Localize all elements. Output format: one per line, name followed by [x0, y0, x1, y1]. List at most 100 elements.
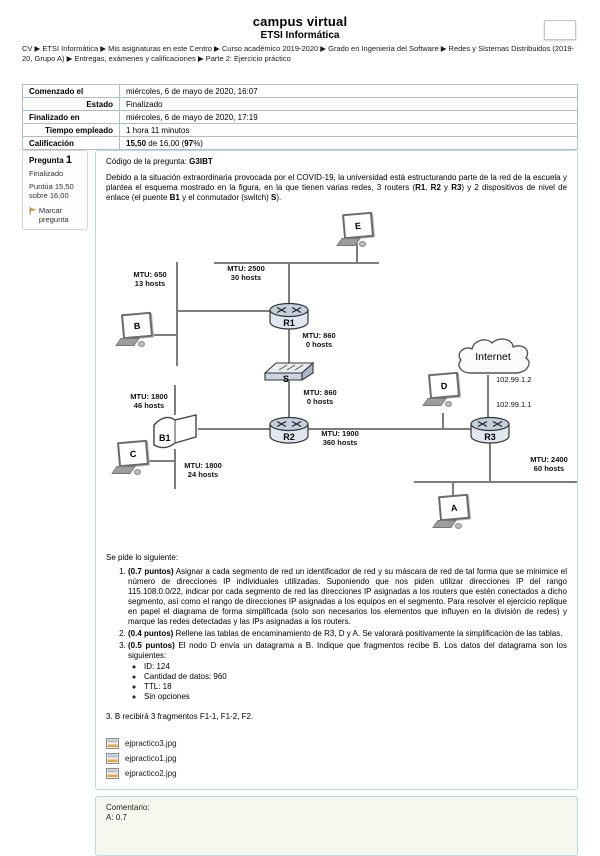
host-label: D	[440, 380, 448, 391]
mtu-value: MTU: 2400	[530, 455, 568, 464]
table-row: Tiempo empleado 1 hora 11 minutos	[22, 123, 578, 137]
tasks-list: (0.7 puntos) Asignar a cada segmento de …	[106, 567, 567, 702]
summary-value: miércoles, 6 de mayo de 2020, 17:19	[119, 110, 578, 124]
link-bus-r1	[288, 262, 290, 304]
switch-s: S	[263, 359, 315, 385]
keyboard-icon	[336, 238, 361, 246]
hosts-value: 0 hosts	[306, 396, 334, 406]
segment-label-2500: MTU: 2500 30 hosts	[223, 264, 269, 282]
segment-label-1900: MTU: 1900 360 hosts	[316, 429, 364, 447]
router-icon	[470, 416, 510, 444]
question-state: Finalizado	[29, 169, 64, 178]
top-right-box[interactable]	[544, 20, 576, 40]
summary-value: 1 hora 11 minutos	[119, 123, 578, 137]
router-r2: R2	[268, 415, 310, 445]
attachment-name: ejpractico3.jpg	[125, 738, 177, 748]
bridge-label: B1	[159, 433, 171, 443]
mouse-icon	[445, 401, 452, 407]
task-item-2: (0.4 puntos) Rellene las tablas de encam…	[128, 629, 567, 639]
host-label: E	[354, 220, 362, 231]
bus-bottom-2400	[414, 481, 577, 483]
link-r2-r3-1900	[306, 428, 471, 430]
table-row: Comenzado el miércoles, 6 de mayo de 202…	[22, 84, 578, 98]
monitor-icon: E	[341, 211, 375, 240]
segment-label-650: MTU: 650 13 hosts	[127, 270, 173, 288]
bridge-b1: B1	[150, 411, 200, 451]
task-item-1: (0.7 puntos) Asignar a cada segmento de …	[128, 567, 567, 627]
cloud-label: Internet	[475, 351, 511, 363]
hosts-value: 13 hosts	[134, 278, 166, 288]
comment-box: Comentario: A: 0.7	[95, 796, 578, 856]
bus-top-2500	[214, 262, 379, 264]
hosts-value: 46 hosts	[133, 400, 165, 410]
cloud-icon	[458, 338, 530, 374]
monitor-icon: B	[120, 311, 154, 340]
segment-label-2400: MTU: 2400 60 hosts	[526, 455, 572, 473]
router-label: R3	[484, 432, 496, 442]
tasks-title: Se pide lo siguiente:	[106, 553, 179, 562]
mtu-value: MTU: 1900	[321, 429, 359, 438]
attachment-name: ejpractico1.jpg	[125, 753, 177, 763]
network-diagram: E B C D A R1	[106, 211, 577, 547]
table-row: Estado Finalizado	[22, 97, 578, 111]
attachment-name: ejpractico2.jpg	[125, 768, 177, 778]
link-internet-r3	[487, 375, 489, 417]
list-item: ID: 124	[144, 662, 567, 672]
list-item: TTL: 18	[144, 682, 567, 692]
task-text: (0.7 puntos) Asignar a cada segmento de …	[128, 567, 567, 626]
link-d-bus	[442, 413, 444, 429]
host-label: C	[129, 448, 137, 459]
question-panel: Código de la pregunta: G3IBT Debido a la…	[95, 150, 578, 790]
host-label: B	[133, 320, 141, 331]
bus-left-650	[176, 262, 178, 366]
attachment-link[interactable]: ejpractico2.jpg	[106, 766, 567, 781]
host-e: E	[336, 211, 375, 247]
flag-question[interactable]: Marcar pregunta	[29, 206, 81, 224]
jpg-file-icon	[106, 753, 119, 764]
question-index: 1	[65, 154, 73, 166]
mouse-icon	[138, 341, 145, 347]
table-row: Finalizado en miércoles, 6 de mayo de 20…	[22, 110, 578, 124]
breadcrumb[interactable]: CV ▶ ETSI Informática ▶ Mis asignaturas …	[22, 44, 575, 63]
summary-label: Finalizado en	[22, 110, 120, 124]
jpg-file-icon	[106, 768, 119, 779]
link-bus-r1-left	[176, 310, 273, 312]
question-code: Código de la pregunta: G3IBT	[106, 157, 213, 166]
task-item-3: (0.5 puntos) El nodo D envía un datagram…	[128, 641, 567, 702]
host-b: B	[115, 311, 154, 347]
attachment-link[interactable]: ejpractico3.jpg	[106, 736, 567, 751]
link-c-bus	[146, 460, 176, 462]
summary-value: miércoles, 6 de mayo de 2020, 16:07	[119, 84, 578, 98]
site-title: campus virtual	[252, 14, 348, 29]
link-r1-s	[288, 325, 290, 363]
keyboard-icon	[115, 338, 140, 346]
bus-b1-lower-1800	[174, 449, 176, 489]
attachment-link[interactable]: ejpractico1.jpg	[106, 751, 567, 766]
ip-label-internet-side: 102.99.1.2	[496, 375, 532, 384]
page-header: campus virtual ETSI Informática	[0, 14, 600, 41]
mtu-value: MTU: 860	[302, 331, 336, 340]
link-e-bus	[356, 243, 358, 263]
router-label: R1	[283, 318, 295, 328]
hosts-value: 24 hosts	[187, 469, 219, 479]
link-s-r2	[288, 381, 290, 417]
mouse-icon	[134, 469, 141, 475]
mtu-value: MTU: 860	[303, 388, 337, 397]
summary-label: Estado	[22, 97, 120, 111]
keyboard-icon	[422, 398, 447, 406]
summary-value: Finalizado	[119, 97, 578, 111]
flag-label: Marcar pregunta	[38, 206, 69, 224]
table-row: Calificación 15,50 de 16,00 (97%)	[22, 136, 578, 150]
hosts-value: 30 hosts	[230, 272, 262, 282]
host-c: C	[111, 439, 150, 475]
router-icon	[269, 416, 309, 444]
list-item: Sin opciones	[144, 692, 567, 702]
link-b-bus	[149, 334, 178, 336]
ip-label-r3-side: 102.99.1.1	[496, 400, 532, 409]
router-r3: R3	[469, 415, 511, 445]
mouse-icon	[359, 241, 366, 247]
flag-icon	[29, 207, 36, 215]
question-number: Pregunta 1	[29, 154, 81, 166]
mouse-icon	[455, 523, 462, 529]
summary-label: Calificación	[22, 136, 120, 150]
